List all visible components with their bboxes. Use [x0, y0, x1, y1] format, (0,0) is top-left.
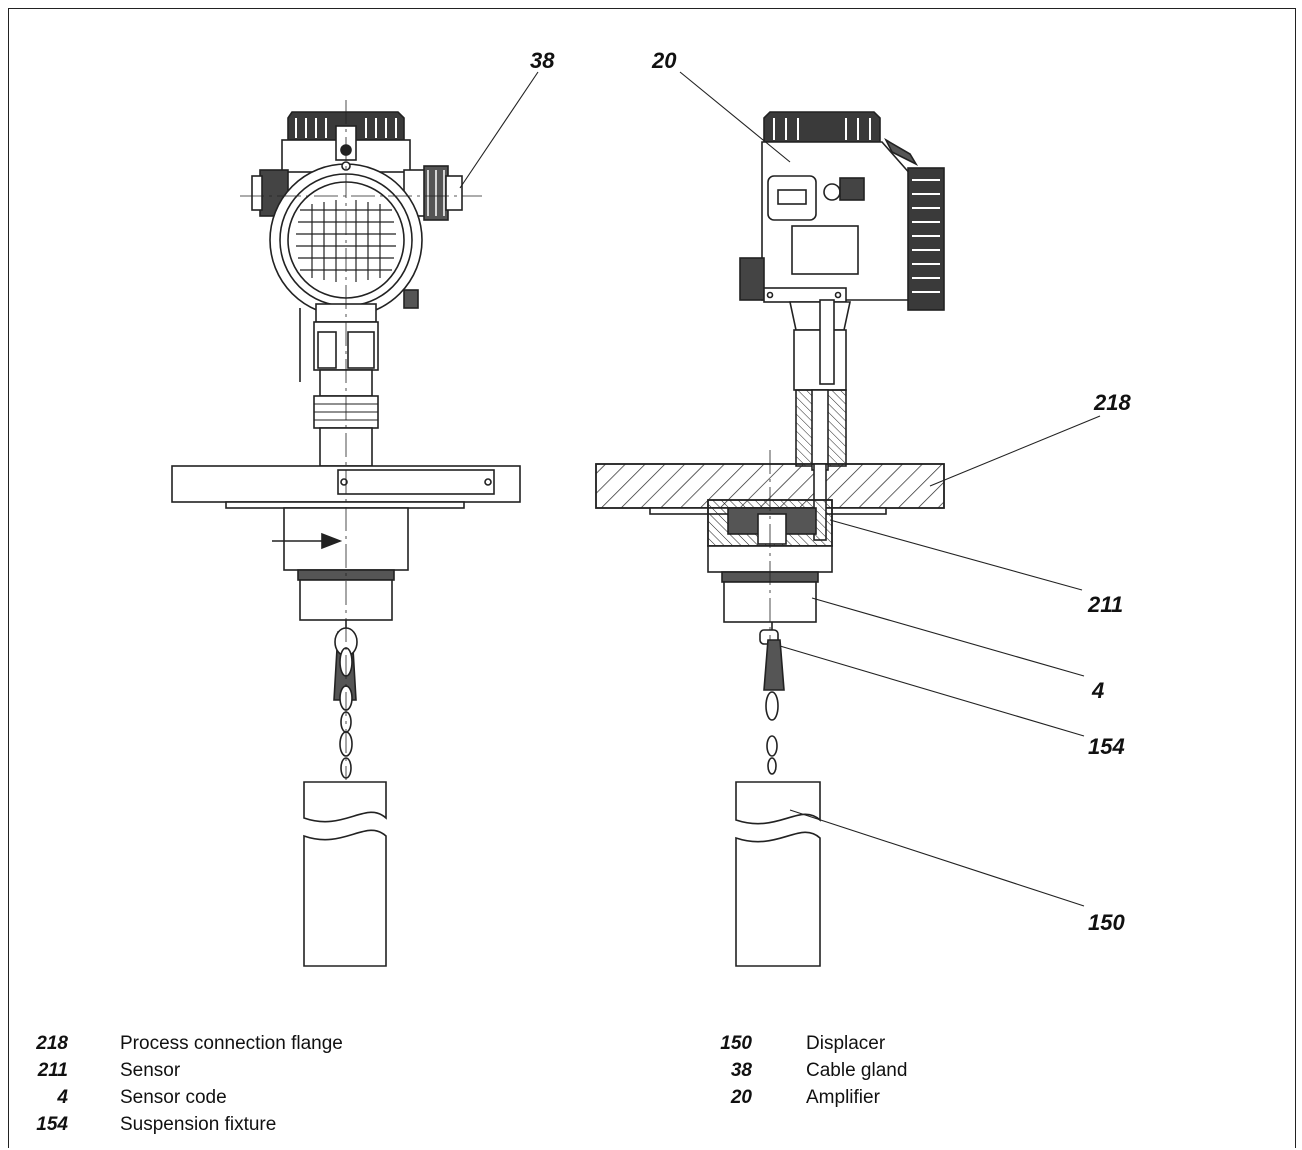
callout-150: 150 — [1088, 910, 1125, 935]
legend-number: 38 — [730, 1060, 752, 1081]
callout-4: 4 — [1091, 678, 1104, 703]
leader-4 — [811, 597, 1085, 677]
amplifier-housing — [739, 137, 919, 303]
legend-number: 4 — [57, 1087, 68, 1108]
legend-item: 211 Sensor — [22, 1057, 343, 1084]
legend-text: Displacer — [806, 1033, 886, 1054]
legend-number: 218 — [36, 1033, 68, 1054]
suspension-side — [759, 622, 785, 775]
drawing-frame — [8, 8, 1296, 1148]
callout-labels: 38 20 218 211 4 154 150 — [530, 48, 1131, 935]
legend-number: 211 — [37, 1060, 68, 1081]
housing-neck — [299, 289, 419, 467]
leader-218 — [929, 415, 1101, 487]
legend-text: Suspension fixture — [120, 1114, 277, 1135]
legend-item: 218 Process connection flange — [22, 1030, 343, 1057]
legend-right: 150 Displacer 38 Cable gland 20 Amplifie… — [700, 1030, 907, 1111]
callout-154: 154 — [1088, 734, 1125, 759]
legend-text: Cable gland — [806, 1060, 908, 1081]
legend-number: 150 — [720, 1033, 752, 1054]
leader-154 — [779, 645, 1085, 737]
sensor-front — [272, 507, 409, 621]
front-view — [171, 100, 521, 967]
legend-number: 154 — [36, 1114, 68, 1135]
cable-gland-38 — [403, 165, 463, 221]
legend-item: 154 Suspension fixture — [22, 1111, 343, 1138]
legend-left: 218 Process connection flange 211 Sensor… — [22, 1030, 343, 1138]
housing-cap-side — [763, 111, 881, 143]
legend-text: Amplifier — [806, 1087, 880, 1108]
leader-20 — [679, 71, 791, 163]
side-view — [595, 111, 945, 967]
suspension-front — [333, 620, 358, 779]
legend-text: Process connection flange — [120, 1033, 343, 1054]
leader-lines — [459, 71, 1101, 907]
legend-item: 4 Sensor code — [22, 1084, 343, 1111]
legend-item: 150 Displacer — [700, 1030, 907, 1057]
leader-150 — [789, 809, 1085, 907]
callout-218: 218 — [1093, 390, 1131, 415]
callout-20: 20 — [651, 48, 677, 73]
housing-neck-side — [789, 299, 851, 471]
callout-211: 211 — [1087, 592, 1123, 617]
flange-front — [171, 465, 521, 509]
legend-text: Sensor — [120, 1060, 181, 1081]
legend-item: 20 Amplifier — [700, 1084, 907, 1111]
amplifier-lid — [907, 167, 945, 311]
legend-item: 38 Cable gland — [700, 1057, 908, 1084]
displacer-front — [303, 781, 387, 967]
legend-number: 20 — [730, 1087, 752, 1108]
leader-211 — [829, 519, 1083, 591]
displacer-side — [735, 781, 821, 967]
leader-38 — [459, 71, 539, 189]
legend-text: Sensor code — [120, 1087, 227, 1108]
callout-38: 38 — [530, 48, 555, 73]
